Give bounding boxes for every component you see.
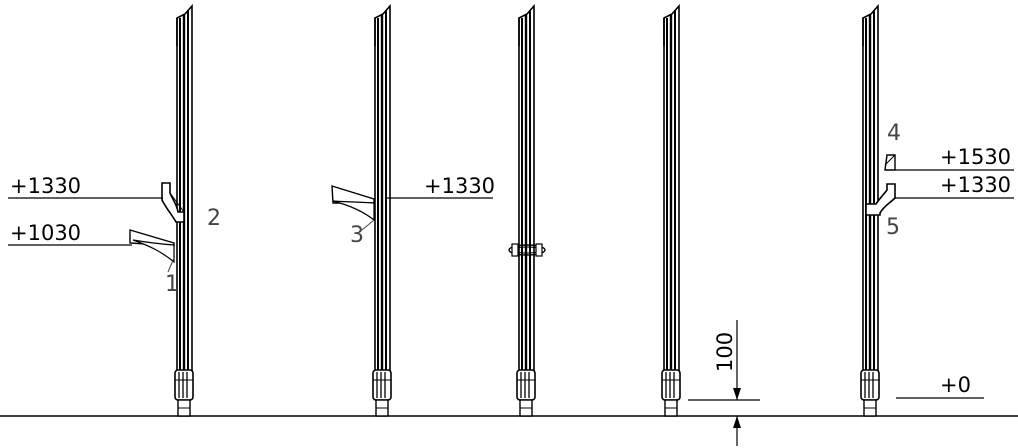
post1-upper-level: +1330 [10, 174, 81, 198]
ground-level: +0 [940, 373, 971, 397]
post-4 [660, 4, 682, 418]
bracket-2 [161, 182, 185, 223]
post5-callout-lower: 5 [886, 215, 900, 240]
post1-callout-lower: 1 [165, 272, 179, 297]
bracket-5 [865, 183, 896, 216]
post2-callout: 3 [350, 223, 364, 248]
dimension-value: 100 [713, 332, 737, 372]
post2-level: +1330 [424, 174, 495, 198]
post5-lower-level: +1330 [940, 173, 1011, 197]
post1-callout-upper: 2 [207, 206, 221, 231]
post5-upper-level: +1530 [940, 145, 1011, 169]
dimension-100 [688, 320, 760, 446]
post1-lower-level: +1030 [10, 221, 81, 245]
post5-callout-upper: 4 [887, 121, 901, 146]
bracket-3 [331, 185, 375, 222]
clamp-ring [508, 243, 546, 257]
post-3 [515, 4, 537, 418]
bracket-1 [129, 229, 175, 264]
post-2 [371, 4, 393, 418]
bracket-4 [884, 154, 896, 171]
